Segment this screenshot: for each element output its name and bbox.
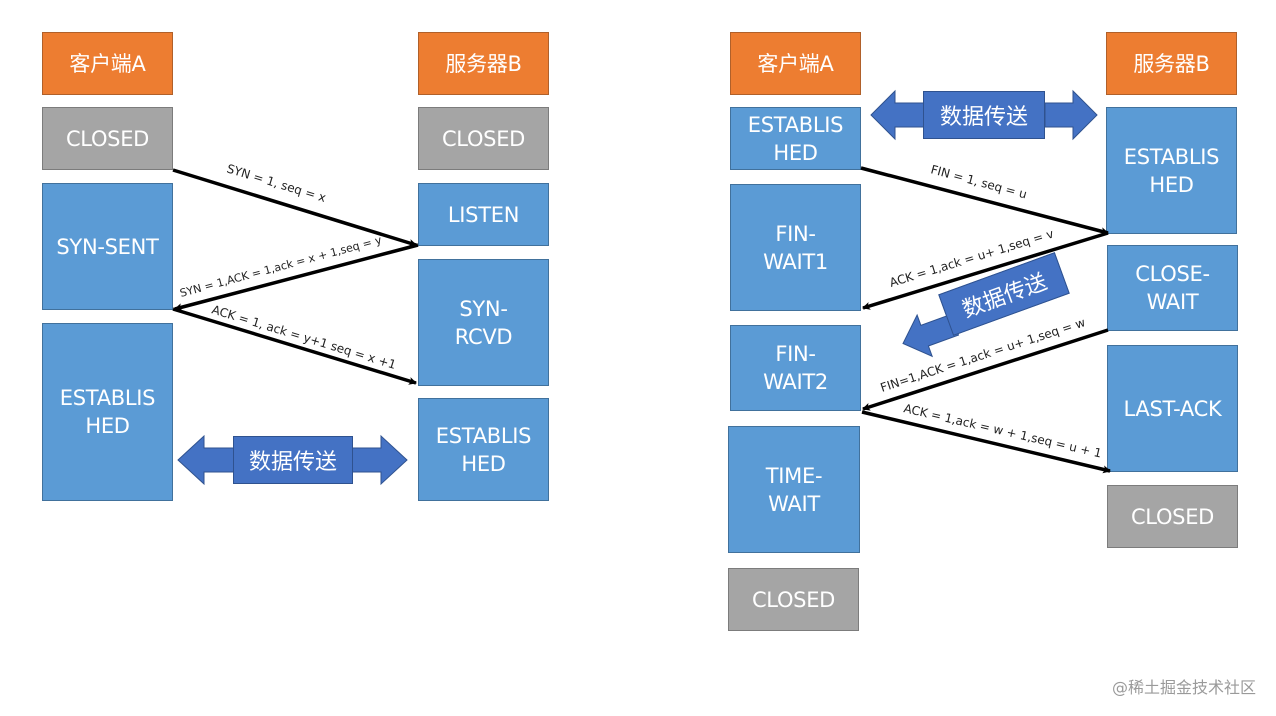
teardown-msg-last-ack: ACK = 1,ack = w + 1,seq = u + 1 (902, 401, 1103, 460)
teardown-data-transfer-label: 数据传送 (923, 91, 1045, 139)
handshake-server-state-closed: CLOSED (418, 107, 549, 170)
handshake-arrow-syn-ack (174, 243, 419, 312)
teardown-client-header: 客户端A (730, 32, 861, 95)
teardown-client-state-closed: CLOSED (728, 568, 859, 631)
handshake-msg-syn-ack: SYN = 1,ACK = 1,ack = x + 1,seq = y (178, 233, 383, 300)
handshake-arrow-ack (172, 307, 417, 385)
handshake-client-state-closed: CLOSED (42, 107, 173, 170)
teardown-msg-fin-ack: FIN=1,ACK = 1,ack = u+ 1,seq = w (879, 315, 1088, 395)
handshake-server-state-listen: LISTEN (418, 183, 549, 246)
handshake-server-state-syn-rcvd: SYN- RCVD (418, 259, 549, 386)
handshake-client-header: 客户端A (42, 32, 173, 95)
handshake-msg-ack: ACK = 1, ack = y+1 seq = x +1 (210, 302, 398, 372)
handshake-data-transfer-arrow (177, 434, 408, 486)
handshake-client-state-syn-sent: SYN-SENT (42, 183, 173, 310)
teardown-client-state-fin-wait1: FIN- WAIT1 (730, 184, 861, 311)
teardown-client-state-established: ESTABLIS HED (730, 107, 861, 170)
teardown-server-state-closed: CLOSED (1107, 485, 1238, 548)
handshake-data-transfer-label: 数据传送 (233, 436, 353, 484)
watermark: @稀土掘金技术社区 (1111, 678, 1256, 697)
teardown-server-state-last-ack: LAST-ACK (1107, 345, 1238, 472)
teardown-client-state-time-wait: TIME- WAIT (728, 426, 860, 553)
teardown-server-header: 服务器B (1106, 32, 1237, 95)
teardown-arrow-fin (860, 166, 1109, 236)
handshake-server-header: 服务器B (418, 32, 549, 95)
handshake-server-state-established: ESTABLIS HED (418, 398, 549, 501)
handshake-client-state-established: ESTABLIS HED (42, 323, 173, 501)
handshake-arrow-syn (172, 168, 417, 247)
teardown-arrow-fin-ack (862, 328, 1109, 411)
double-arrow-icon (351, 434, 408, 486)
teardown-arrow-last-ack (861, 410, 1111, 474)
teardown-client-state-fin-wait2: FIN- WAIT2 (730, 325, 861, 411)
teardown-arrow-ack (862, 231, 1109, 310)
double-arrow-icon (1044, 89, 1098, 141)
teardown-data-transfer-arrow (870, 89, 1098, 141)
teardown-server-state-close-wait: CLOSE- WAIT (1107, 245, 1238, 331)
teardown-server-state-established: ESTABLIS HED (1106, 107, 1237, 234)
handshake-msg-syn: SYN = 1, seq = x (225, 161, 328, 204)
double-arrow-icon (177, 434, 235, 486)
double-arrow-icon (870, 89, 925, 141)
teardown-msg-fin: FIN = 1, seq = u (929, 162, 1028, 201)
